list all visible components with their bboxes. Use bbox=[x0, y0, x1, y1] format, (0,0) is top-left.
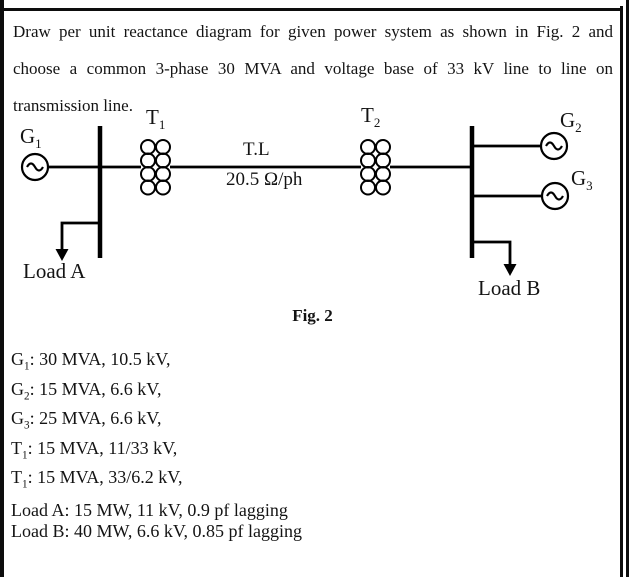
spec-g2: G2: 15 MVA, 6.6 kV, bbox=[11, 379, 161, 403]
page-border-right-outer bbox=[626, 0, 629, 577]
g2-label-sub: 2 bbox=[575, 120, 582, 136]
spec-t1: T1: 15 MVA, 11/33 kV, bbox=[11, 438, 177, 462]
load-b-arrow bbox=[472, 240, 517, 276]
spec-t1-sub: 1 bbox=[22, 449, 28, 462]
page-border-left bbox=[0, 0, 4, 577]
transmission-line-impedance: 20.5 Ω/ph bbox=[226, 169, 303, 190]
problem-line-2: choose a common 3-phase 30 MVA and volta… bbox=[13, 59, 613, 78]
spec-t1-rest: : 15 MVA, 11/33 kV, bbox=[27, 438, 178, 458]
spec-t2-sub: 1 bbox=[22, 478, 28, 491]
generator-g1-symbol bbox=[20, 152, 50, 182]
spec-g2-base: G bbox=[11, 379, 24, 399]
spec-g1-sub: 1 bbox=[24, 360, 30, 373]
g3-label-sub: 3 bbox=[586, 178, 593, 194]
problem-line-3: transmission line. bbox=[13, 96, 133, 115]
g2-label: G2 bbox=[560, 108, 582, 136]
generator-g2-symbol bbox=[539, 131, 569, 161]
spec-g3-base: G bbox=[11, 408, 24, 428]
spec-load-a: Load A: 15 MW, 11 kV, 0.9 pf lagging bbox=[11, 500, 288, 520]
page-border-top bbox=[2, 8, 622, 11]
g3-label: G3 bbox=[571, 166, 593, 194]
t1-label-base: T bbox=[146, 105, 159, 129]
spec-t2-rest: : 15 MVA, 33/6.2 kV, bbox=[27, 467, 183, 487]
g1-label: G1 bbox=[20, 124, 42, 152]
spec-g3: G3: 25 MVA, 6.6 kV, bbox=[11, 408, 161, 432]
spec-g2-sub: 2 bbox=[24, 390, 30, 403]
load-a-arrow bbox=[55, 221, 100, 261]
t2-label: T2 bbox=[361, 103, 380, 131]
spec-g1: G1: 30 MVA, 10.5 kV, bbox=[11, 349, 170, 373]
problem-line-1: Draw per unit reactance diagram for give… bbox=[13, 22, 613, 41]
t1-label-sub: 1 bbox=[158, 117, 166, 133]
g1-label-base: G bbox=[20, 124, 36, 148]
transformer-t1-symbol bbox=[140, 139, 171, 196]
t2-label-sub: 2 bbox=[373, 115, 381, 131]
g1-label-sub: 1 bbox=[35, 136, 42, 152]
transmission-line-label: T.L bbox=[243, 139, 270, 160]
problem-statement: Draw per unit reactance diagram for give… bbox=[13, 13, 613, 124]
spec-g3-sub: 3 bbox=[24, 419, 30, 432]
spec-t1-base: T bbox=[11, 438, 22, 458]
spec-t2: T1: 15 MVA, 33/6.2 kV, bbox=[11, 467, 182, 491]
spec-load-b: Load B: 40 MW, 6.6 kV, 0.85 pf lagging bbox=[11, 521, 302, 541]
load-b-label: Load B bbox=[478, 276, 541, 300]
generator-g3-symbol bbox=[540, 181, 570, 211]
spec-g2-rest: : 15 MVA, 6.6 kV, bbox=[29, 379, 162, 399]
spec-g1-rest: : 30 MVA, 10.5 kV, bbox=[29, 349, 171, 369]
t2-label-base: T bbox=[361, 103, 374, 127]
transformer-t2-symbol bbox=[360, 139, 391, 196]
page-border-right-inner bbox=[620, 6, 623, 577]
spec-g1-base: G bbox=[11, 349, 24, 369]
spec-g3-rest: : 25 MVA, 6.6 kV, bbox=[29, 408, 162, 428]
g2-label-base: G bbox=[560, 108, 576, 132]
figure-caption: Fig. 2 bbox=[292, 306, 333, 325]
t1-label: T1 bbox=[146, 105, 165, 133]
g3-label-base: G bbox=[571, 166, 587, 190]
load-a-label: Load A bbox=[23, 259, 86, 283]
spec-t2-base: T bbox=[11, 467, 22, 487]
